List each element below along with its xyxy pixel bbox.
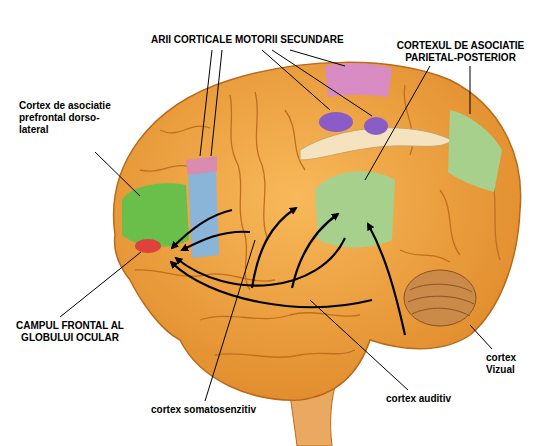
brain-outline xyxy=(114,62,521,400)
region-label: CAMPUL FRONTAL AL GLOBULUI OCULAR xyxy=(8,320,132,344)
flow-arrows xyxy=(171,208,405,335)
region-label: ARII CORTICALE MOTORII SECUNDARE xyxy=(150,34,345,46)
gyri-lines xyxy=(135,85,500,357)
prefrontal-region xyxy=(122,183,189,247)
parietal-medial-region xyxy=(448,110,502,192)
cingulate-motor-region xyxy=(319,112,353,132)
eye-field-region xyxy=(135,239,161,253)
region-label: Cortex de asociatie prefrontal dorso-lat… xyxy=(18,100,112,136)
premotor-top-region xyxy=(186,156,217,175)
cerebellum xyxy=(404,270,476,326)
region-label: cortex Vizual xyxy=(485,352,532,376)
region-label: cortex somatosenzitiv xyxy=(150,404,257,416)
leader-lines xyxy=(60,50,492,401)
region-label: CORTEXUL DE ASOCIATIE PARIETAL-POSTERIOR xyxy=(392,40,529,64)
cingulate-motor-region xyxy=(364,117,388,135)
parietal-region xyxy=(315,171,395,247)
region-label: cortex auditiv xyxy=(385,393,452,405)
